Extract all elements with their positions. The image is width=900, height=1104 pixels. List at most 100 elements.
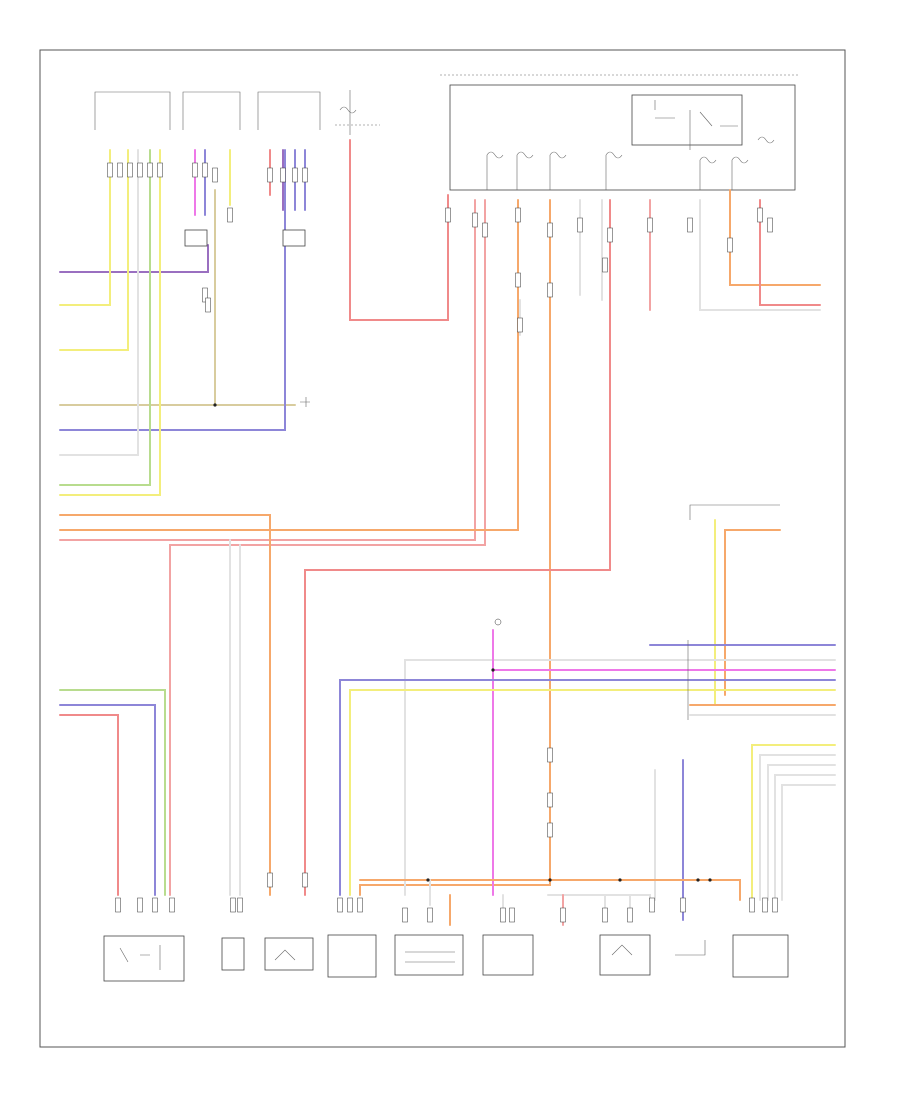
connector-37 bbox=[137, 897, 143, 913]
wire-yellow-10 bbox=[59, 149, 129, 351]
junction-node-5 bbox=[618, 878, 622, 882]
connector-31 bbox=[547, 282, 553, 298]
component-box-9 bbox=[732, 934, 789, 978]
junction-node-7 bbox=[696, 878, 700, 882]
connector-3 bbox=[127, 162, 133, 178]
connector-45 bbox=[347, 897, 353, 913]
fuse-1 bbox=[486, 151, 504, 190]
connector-23 bbox=[607, 227, 613, 243]
wire-white-42 bbox=[759, 754, 836, 901]
wire-blue-37 bbox=[339, 679, 836, 896]
fuel-tank-sensor-symbol bbox=[119, 945, 161, 970]
connector-40 bbox=[230, 897, 236, 913]
component-box-5-symbol bbox=[405, 951, 455, 963]
wire-purple-8 bbox=[59, 244, 209, 273]
connector-14 bbox=[302, 167, 308, 183]
connector-36 bbox=[115, 897, 121, 913]
bracket-right-1 bbox=[689, 504, 780, 520]
connector-39 bbox=[169, 897, 175, 913]
connector-2 bbox=[117, 162, 123, 178]
fuel-tank-sensor-module bbox=[103, 935, 185, 982]
connector-27 bbox=[757, 207, 763, 223]
connector-53 bbox=[627, 907, 633, 923]
connector-54 bbox=[649, 897, 655, 913]
splice-box-1 bbox=[184, 229, 208, 247]
junction-node-6 bbox=[708, 878, 712, 882]
wire-orange-24 bbox=[729, 189, 821, 286]
fuse-2 bbox=[516, 151, 534, 190]
connector-46 bbox=[357, 897, 363, 913]
component-box-5 bbox=[394, 934, 464, 976]
fuse-3 bbox=[549, 151, 567, 190]
wire-white-26 bbox=[699, 199, 821, 311]
connector-6 bbox=[157, 162, 163, 178]
wire-yellow-16 bbox=[59, 149, 161, 496]
connector-19 bbox=[482, 222, 488, 238]
wire-red-1 bbox=[349, 139, 449, 321]
connector-38 bbox=[152, 897, 158, 913]
wire-red-25 bbox=[759, 199, 821, 306]
connector-47 bbox=[402, 907, 408, 923]
junction-node-2 bbox=[491, 668, 495, 672]
junction-node-1 bbox=[213, 403, 217, 407]
wire-green-48 bbox=[59, 689, 166, 896]
connector-21 bbox=[547, 222, 553, 238]
component-box-8 bbox=[675, 940, 706, 956]
component-box-top-2 bbox=[182, 91, 241, 130]
relay-coil bbox=[654, 100, 691, 150]
relay-box bbox=[631, 94, 743, 146]
relay-switch bbox=[655, 111, 738, 127]
ground-symbol-1 bbox=[300, 397, 310, 407]
wire-white-34 bbox=[404, 659, 836, 896]
wire-orange-5 bbox=[359, 199, 551, 896]
connector-5 bbox=[147, 162, 153, 178]
wire-pink-2 bbox=[59, 199, 476, 541]
connector-4 bbox=[137, 162, 143, 178]
switch-box-3-symbol bbox=[274, 949, 296, 961]
connector-50 bbox=[509, 907, 515, 923]
sensor-box-2 bbox=[221, 937, 245, 971]
wires bbox=[59, 139, 836, 926]
wire-blue-13 bbox=[59, 149, 286, 431]
fuse-7 bbox=[757, 136, 775, 144]
connector-30 bbox=[517, 317, 523, 333]
connector-49 bbox=[500, 907, 506, 923]
connector-29 bbox=[515, 272, 521, 288]
connector-12 bbox=[280, 167, 286, 183]
wire-white-14 bbox=[59, 149, 139, 456]
connector-22 bbox=[577, 217, 583, 233]
component-box-top-1 bbox=[94, 91, 171, 130]
wire-orange-31 bbox=[724, 529, 781, 696]
fuse-top-centre bbox=[339, 90, 357, 135]
wire-red-50 bbox=[59, 714, 119, 896]
connector-41 bbox=[237, 897, 243, 913]
connector-17 bbox=[445, 207, 451, 223]
ground-symbol-2 bbox=[494, 618, 502, 626]
connector-33 bbox=[547, 747, 553, 763]
connector-26 bbox=[727, 237, 733, 253]
connector-34 bbox=[547, 792, 553, 808]
wire-yellow-38 bbox=[349, 689, 836, 896]
connector-48 bbox=[427, 907, 433, 923]
connector-24 bbox=[647, 217, 653, 233]
component-box-7-symbol bbox=[611, 944, 633, 956]
connector-44 bbox=[337, 897, 343, 913]
connector-32 bbox=[602, 257, 608, 273]
connector-51 bbox=[560, 907, 566, 923]
connector-16 bbox=[205, 297, 211, 313]
wire-orange-7 bbox=[59, 514, 271, 896]
connector-52 bbox=[602, 907, 608, 923]
connector-1 bbox=[107, 162, 113, 178]
fuse-5 bbox=[699, 156, 717, 190]
connector-25 bbox=[687, 217, 693, 233]
wire-white-44 bbox=[774, 774, 836, 901]
wire-white-45 bbox=[781, 784, 836, 901]
connector-57 bbox=[762, 897, 768, 913]
connector-56 bbox=[749, 897, 755, 913]
wire-orange-4 bbox=[59, 199, 519, 531]
connector-10 bbox=[227, 207, 233, 223]
connector-15 bbox=[202, 287, 208, 303]
connector-43 bbox=[302, 872, 308, 888]
bottom-components bbox=[103, 934, 789, 982]
